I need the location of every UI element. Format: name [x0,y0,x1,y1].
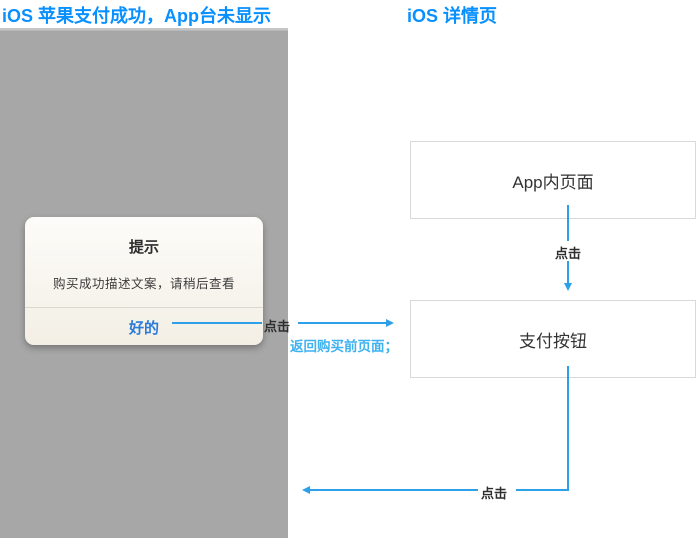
connector-pay-back-right-seg [516,489,569,491]
ok-button[interactable]: 好的 [25,310,263,345]
alert-message: 购买成功描述文案，请稍后查看 [52,277,235,291]
flow-node-app-page-label: App内页面 [512,172,594,192]
connector-ok-line-right [298,322,386,324]
alert-dialog: 提示 购买成功描述文案，请稍后查看 好的 [25,217,263,345]
flow-node-pay-button-label: 支付按钮 [519,331,587,351]
arrowhead-left-icon [302,486,310,494]
connector-ok-line-left [172,322,262,324]
click-label-pay-back: 点击 [481,486,508,501]
connector-pay-back-vertical [567,366,569,491]
click-label-alert: 点击 [264,319,291,334]
connector-app-to-pay-bottom [567,261,569,283]
page-title-left: iOS 苹果支付成功，App台未显示 [2,6,271,26]
alert-title: 提示 [128,239,159,256]
arrowhead-down-icon [564,283,572,291]
click-label-app-to-pay: 点击 [555,246,582,261]
flow-node-pay-button: 支付按钮 [410,300,696,378]
flow-node-app-page: App内页面 [410,141,696,219]
return-note: 返回购买前页面； [290,339,398,354]
alert-divider [25,307,263,309]
arrowhead-right-icon [386,319,394,327]
page-title-right: iOS 详情页 [407,6,498,26]
connector-pay-back-left-seg [310,489,478,491]
connector-app-to-pay-top [567,205,569,241]
